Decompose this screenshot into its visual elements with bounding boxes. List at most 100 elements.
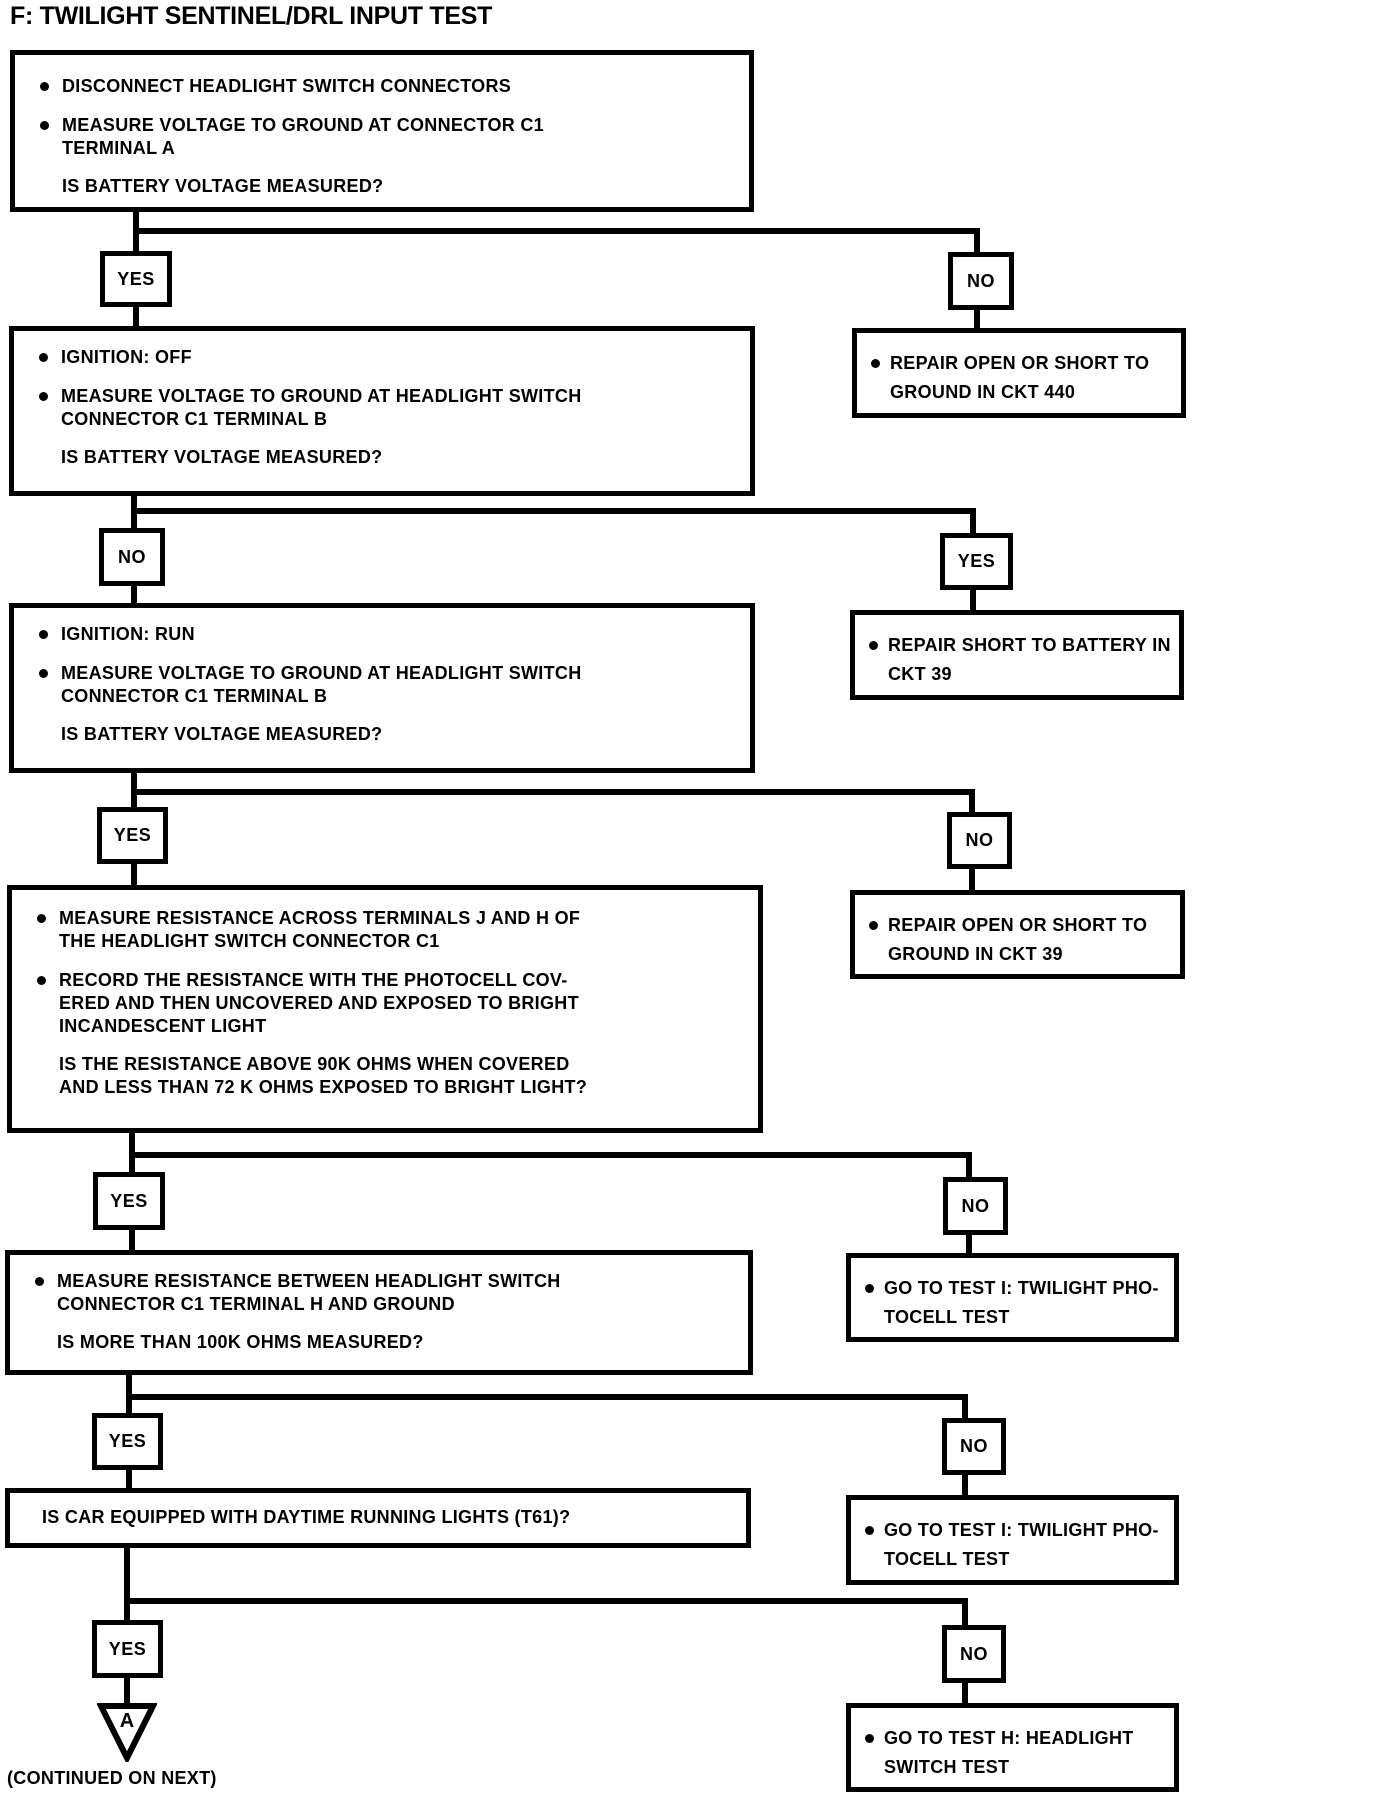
step-5-yes-branch: YES [92,1413,163,1470]
bullet-icon [869,641,878,650]
connector-line [126,1394,968,1400]
bullet-line: IGNITION: RUN [61,624,195,644]
step-1-result-box: REPAIR OPEN OR SHORT TO GROUND IN CKT 44… [852,328,1186,418]
step-4-question: IS THE RESISTANCE ABOVE 90K OHMS WHEN CO… [59,1053,740,1099]
connector-line [974,308,980,330]
question-line: IS BATTERY VOLTAGE MEASURED? [61,724,383,744]
bullet-line: THE HEADLIGHT SWITCH CONNECTOR C1 [59,931,440,951]
step-1-box: DISCONNECT HEADLIGHT SWITCH CONNECTORS M… [10,50,754,212]
bullet-icon [871,359,880,368]
bullet-icon [40,121,49,130]
step-3-bullet-1: IGNITION: RUN [39,623,732,646]
connector-line [126,1468,132,1490]
result-line: GO TO TEST H: HEADLIGHT [884,1728,1134,1748]
step-4-yes-branch: YES [93,1172,165,1230]
step-2-no-branch: NO [99,528,165,586]
bullet-icon [40,82,49,91]
connector-line [124,1676,130,1707]
branch-label: NO [965,830,994,850]
connector-line [133,305,139,328]
bullet-line: CONNECTOR C1 TERMINAL B [61,409,328,429]
branch-label: NO [961,1195,990,1216]
result-line: TOCELL TEST [884,1549,1010,1569]
bullet-line: MEASURE RESISTANCE ACROSS TERMINALS J AN… [59,908,581,928]
step-4-box: MEASURE RESISTANCE ACROSS TERMINALS J AN… [7,885,763,1133]
step-3-result-box: REPAIR OPEN OR SHORT TO GROUND IN CKT 39 [850,890,1185,979]
result-line: SWITCH TEST [884,1757,1010,1777]
result-line: REPAIR SHORT TO BATTERY IN [888,635,1171,655]
connector-line [131,789,975,795]
step-6-yes-branch: YES [92,1620,163,1678]
step-1-bullet-1: DISCONNECT HEADLIGHT SWITCH CONNECTORS [40,75,731,98]
question-line: IS MORE THAN 100K OHMS MEASURED? [57,1332,424,1352]
bullet-icon [865,1734,874,1743]
connector-line [129,1228,135,1252]
step-5-question: IS MORE THAN 100K OHMS MEASURED? [57,1331,730,1354]
result-line: CKT 39 [888,664,952,684]
off-page-connector-triangle: A [97,1703,157,1762]
result-line: GO TO TEST I: TWILIGHT PHO- [884,1520,1159,1540]
step-4-bullet-1: MEASURE RESISTANCE ACROSS TERMINALS J AN… [37,907,740,953]
bullet-line: CONNECTOR C1 TERMINAL H AND GROUND [57,1294,455,1314]
step-4-no-branch: NO [943,1177,1008,1235]
connector-line [124,1598,968,1604]
step-5-box: MEASURE RESISTANCE BETWEEN HEADLIGHT SWI… [5,1250,753,1375]
result-line: TOCELL TEST [884,1307,1010,1327]
question-line: IS THE RESISTANCE ABOVE 90K OHMS WHEN CO… [59,1054,570,1074]
connector-line [970,588,976,612]
bullet-icon [39,392,48,401]
bullet-line: MEASURE VOLTAGE TO GROUND AT HEADLIGHT S… [61,386,582,406]
connector-line [962,1394,968,1420]
step-4-bullet-2: RECORD THE RESISTANCE WITH THE PHOTOCELL… [37,969,740,1038]
bullet-line: INCANDESCENT LIGHT [59,1016,267,1036]
connector-line [131,508,976,514]
bullet-icon [39,630,48,639]
step-2-result-box: REPAIR SHORT TO BATTERY IN CKT 39 [850,610,1184,700]
branch-label: YES [117,268,155,289]
branch-label: NO [960,1643,988,1664]
result-line: GROUND IN CKT 440 [890,382,1076,402]
bullet-line: CONNECTOR C1 TERMINAL B [61,686,328,706]
question-line: IS BATTERY VOLTAGE MEASURED? [62,176,384,196]
step-4-result-box: GO TO TEST I: TWILIGHT PHO- TOCELL TEST [846,1253,1179,1342]
connector-line [131,862,137,887]
step-1-no-branch: NO [948,252,1014,310]
step-1-yes-branch: YES [100,251,172,307]
bullet-line: ERED AND THEN UNCOVERED AND EXPOSED TO B… [59,993,579,1013]
connector-line [966,1233,972,1255]
step-6-box: IS CAR EQUIPPED WITH DAYTIME RUNNING LIG… [5,1488,751,1548]
branch-label: YES [108,1638,147,1659]
bullet-line: TERMINAL A [62,138,175,158]
step-1-bullet-2: MEASURE VOLTAGE TO GROUND AT CONNECTOR C… [40,114,731,160]
connector-line [974,228,980,254]
branch-label: YES [110,1190,148,1211]
connector-line [131,584,137,605]
connector-line [133,228,980,234]
question-line: IS CAR EQUIPPED WITH DAYTIME RUNNING LIG… [42,1507,571,1527]
step-3-no-branch: NO [947,812,1012,869]
result-line: GROUND IN CKT 39 [888,944,1063,964]
result-line: REPAIR OPEN OR SHORT TO [890,353,1150,373]
step-2-box: IGNITION: OFF MEASURE VOLTAGE TO GROUND … [9,326,755,496]
branch-label: YES [957,551,996,571]
bullet-icon [39,353,48,362]
bullet-icon [37,976,46,985]
connector-line [962,1473,968,1497]
step-5-result-box: GO TO TEST I: TWILIGHT PHO- TOCELL TEST [846,1495,1179,1585]
branch-label: NO [967,270,995,291]
step-3-yes-branch: YES [97,807,168,864]
connector-line [124,1546,130,1622]
question-line: AND LESS THAN 72 K OHMS EXPOSED TO BRIGH… [59,1077,588,1097]
connector-line [962,1681,968,1705]
branch-label: YES [113,825,152,845]
step-1-question: IS BATTERY VOLTAGE MEASURED? [62,175,731,198]
step-3-bullet-2: MEASURE VOLTAGE TO GROUND AT HEADLIGHT S… [39,662,732,708]
bullet-icon [35,1277,44,1286]
connector-letter: A [120,1710,134,1732]
connector-line [966,1152,972,1179]
bullet-icon [39,669,48,678]
step-3-question: IS BATTERY VOLTAGE MEASURED? [61,723,732,746]
result-line: REPAIR OPEN OR SHORT TO [888,915,1148,935]
step-2-bullet-1: IGNITION: OFF [39,346,732,369]
